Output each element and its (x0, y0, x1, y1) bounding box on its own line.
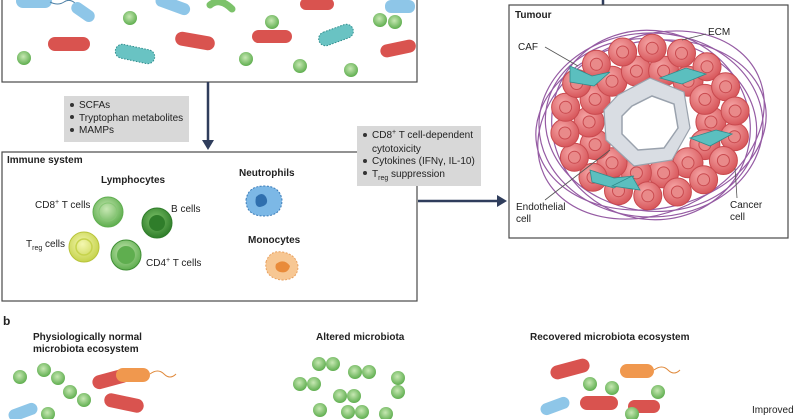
cancer-cell-nucleus (697, 173, 711, 187)
immune-system-box (1, 151, 418, 302)
cancer-cell-nucleus (558, 126, 572, 140)
cancer-cell-nucleus (605, 74, 619, 88)
ecm-label: ECM (708, 27, 731, 38)
cancer-cell-nucleus (588, 92, 602, 106)
cancer-cell-nucleus (728, 104, 742, 118)
cd4-t-cells-label: CD4+ T cells (146, 257, 202, 269)
cancer-cell-nucleus (629, 64, 643, 78)
tumour-title: Tumour (515, 10, 552, 21)
cancer-cell-nucleus (582, 115, 596, 129)
immune-system-title: Immune system (7, 155, 83, 166)
list-item: CD8+ T cell-dependent (363, 129, 475, 144)
monocytes-title: Monocytes (248, 235, 301, 246)
panel-b-illustrations (8, 357, 681, 419)
cancer-cell-nucleus (675, 46, 688, 60)
mechanisms-box: CD8+ T cell-dependent cytotoxicity Cytok… (357, 126, 481, 186)
list-item: SCFAs (70, 100, 183, 113)
cancer-cell-nucleus (657, 166, 671, 180)
altered-microbiota-title: Altered microbiota (316, 332, 405, 343)
cancer-cell-nucleus (589, 57, 603, 71)
b-cells-label: B cells (171, 204, 201, 215)
improved-label: Improved (752, 405, 794, 416)
signal-molecules-box: SCFAs Tryptophan metabolites MAMPs (64, 96, 190, 142)
cancer-cell-nucleus (567, 150, 581, 164)
lymphocyte-cells (68, 196, 173, 271)
cancer-cell-nucleus (588, 138, 602, 152)
cancer-cell-nucleus (700, 60, 714, 74)
neutrophil-cell (245, 185, 283, 217)
tumour-illustration (535, 29, 767, 221)
treg-cells-label: Treg cells (26, 239, 66, 252)
list-item: MAMPs (70, 125, 183, 138)
cancer-cell-nucleus (641, 189, 655, 203)
arrow-immune-to-tumour (418, 195, 507, 207)
list-item-continued: cytotoxicity (372, 143, 421, 155)
list-item: Tryptophan metabolites (70, 113, 183, 126)
list-item: Cytokines (IFNγ, IL-10) (363, 156, 475, 169)
recovered-microbiota-title: Recovered microbiota ecosystem (530, 332, 690, 343)
neutrophils-title: Neutrophils (239, 168, 295, 179)
lymphocytes-title: Lymphocytes (101, 175, 166, 186)
panel-b-letter: b (3, 314, 11, 328)
cancer-cell-nucleus (719, 80, 733, 94)
arrow-microbiota-to-immune (202, 82, 214, 150)
caf-label: CAF (518, 42, 538, 53)
cancer-cell-nucleus (645, 41, 659, 55)
cd8-t-cells-label: CD8+ T cells (35, 199, 91, 211)
cancer-cell-nucleus (716, 154, 730, 167)
top-bacteria (16, 0, 416, 77)
cancer-cell-nucleus (670, 185, 684, 199)
cancer-cell-nucleus (681, 156, 695, 170)
cancer-cell-nucleus (605, 156, 619, 170)
cancer-cell-nucleus (698, 92, 712, 106)
list-item: Treg suppression (363, 169, 475, 183)
cancer-cell-nucleus (616, 45, 630, 59)
cancer-cell-nucleus (727, 130, 741, 144)
cancer-cell-nucleus (704, 115, 718, 129)
monocyte-cell (265, 251, 299, 281)
tumour-pointers (544, 33, 738, 201)
cancer-cell-nucleus (559, 100, 573, 114)
